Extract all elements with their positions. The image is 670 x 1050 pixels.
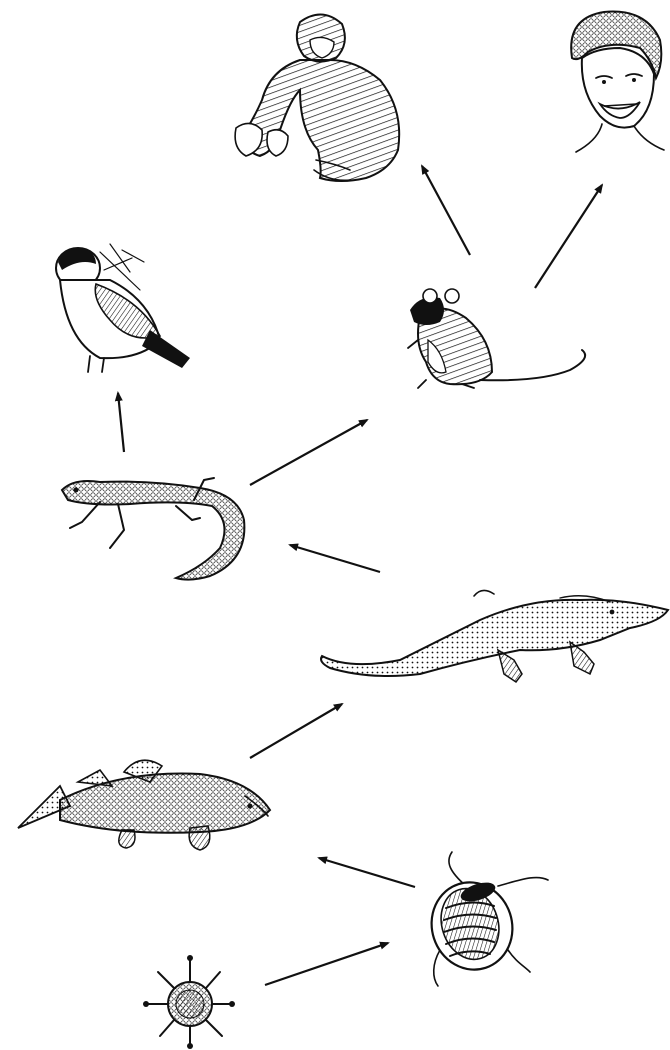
arrow-reptile-to-bird	[118, 393, 124, 452]
arrow-amphibian-to-reptile	[290, 545, 380, 572]
lizard-icon	[62, 478, 244, 580]
chimpanzee-icon	[235, 14, 399, 181]
radiolarian-icon	[143, 955, 235, 1049]
arrow-trilobite-to-fish	[319, 858, 415, 887]
mouse-icon	[408, 289, 585, 388]
arrow-fish-to-amphibian	[250, 704, 342, 758]
human-face-icon	[571, 12, 664, 152]
bullfinch-bird-icon	[56, 244, 190, 372]
arrow-protist-to-trilobite	[265, 943, 388, 985]
trilobite-icon	[420, 852, 548, 986]
arrow-reptile-to-mammal	[250, 420, 367, 485]
lobe-finned-fish-icon	[18, 760, 270, 850]
arrow-mammal-to-ape	[422, 166, 470, 255]
crocodile-like-amphibian-icon	[321, 590, 668, 682]
arrow-mammal-to-human	[535, 185, 602, 288]
